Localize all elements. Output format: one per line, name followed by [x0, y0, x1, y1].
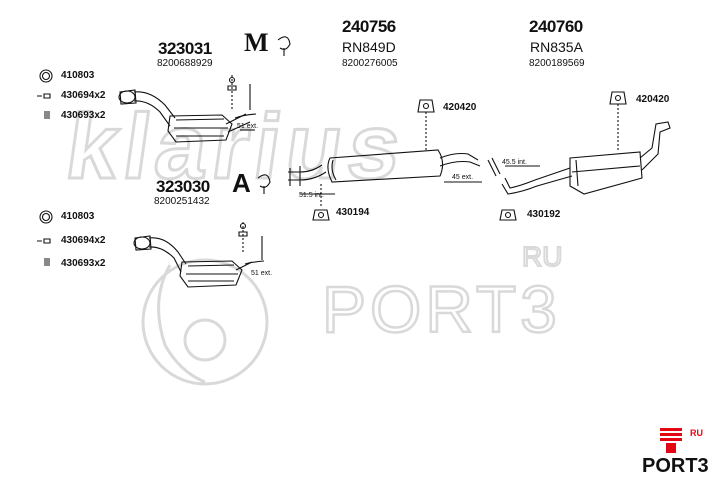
name-240760: RN835A [530, 39, 583, 55]
watermark-port-emblem [141, 258, 269, 386]
dimension-label: 45 ext. [452, 174, 474, 181]
ref-number-323030: 8200251432 [154, 196, 210, 207]
ref-number-240760: 8200189569 [529, 58, 585, 69]
rubber-mount-icon [499, 209, 517, 221]
middle-silencer-240756 [288, 149, 481, 186]
dimension-label: 51 ext. [237, 123, 259, 130]
hanger-icon [417, 99, 435, 150]
spring-icon [44, 111, 50, 119]
front-pipe-catalyst-323030 [133, 222, 265, 288]
automatic-gearbox-icon [257, 174, 271, 194]
part-code: 430693x2 [61, 110, 106, 121]
model-number-323030: 323030 [156, 177, 210, 196]
gasket-ring-icon [39, 210, 53, 224]
ref-number-240756: 8200276005 [342, 58, 398, 69]
part-code: 430192 [527, 209, 561, 220]
model-number-323031: 323031 [158, 39, 212, 58]
part-code: 430194 [336, 207, 370, 218]
part-code: 430694x2 [61, 235, 106, 246]
rubber-mount-icon [312, 184, 330, 221]
bolt-icon [37, 93, 51, 99]
automatic-type-letter: A [232, 168, 251, 198]
part-code: 410803 [61, 70, 95, 81]
logo-word: PORT3 [642, 455, 709, 477]
gasket-ring-icon [39, 69, 53, 83]
spring-icon [44, 258, 50, 266]
part-code: 420420 [443, 102, 477, 113]
watermark-port-ru: RU [522, 241, 562, 272]
logo-ru: RU [690, 428, 703, 438]
dimension-label: 51.5 int. [299, 192, 324, 199]
name-240756: RN849D [342, 39, 396, 55]
part-code: 430694x2 [61, 90, 106, 101]
part-code: 430693x2 [61, 258, 106, 269]
bolt-icon [37, 238, 51, 244]
manual-gearbox-icon [277, 36, 291, 56]
model-number-240756: 240756 [342, 17, 396, 36]
model-number-240760: 240760 [529, 17, 583, 36]
hanger-icon [609, 91, 627, 150]
rear-silencer-240760 [501, 121, 671, 195]
manual-type-letter: M [244, 28, 269, 57]
front-pipe-catalyst-323031 [118, 75, 257, 143]
watermark-klarius: klarius [60, 94, 413, 197]
piston-icon [660, 428, 682, 453]
dimension-label: 45.5 int. [502, 159, 527, 166]
dimension-label: 51 ext. [251, 270, 273, 277]
watermark-port-word: PORT3 [322, 272, 561, 346]
cut-mark [487, 157, 501, 177]
part-code: 420420 [636, 94, 670, 105]
part-code: 410803 [61, 211, 95, 222]
port3-logo: RU PORT3 [640, 422, 716, 482]
ref-number-323031: 8200688929 [157, 58, 213, 69]
